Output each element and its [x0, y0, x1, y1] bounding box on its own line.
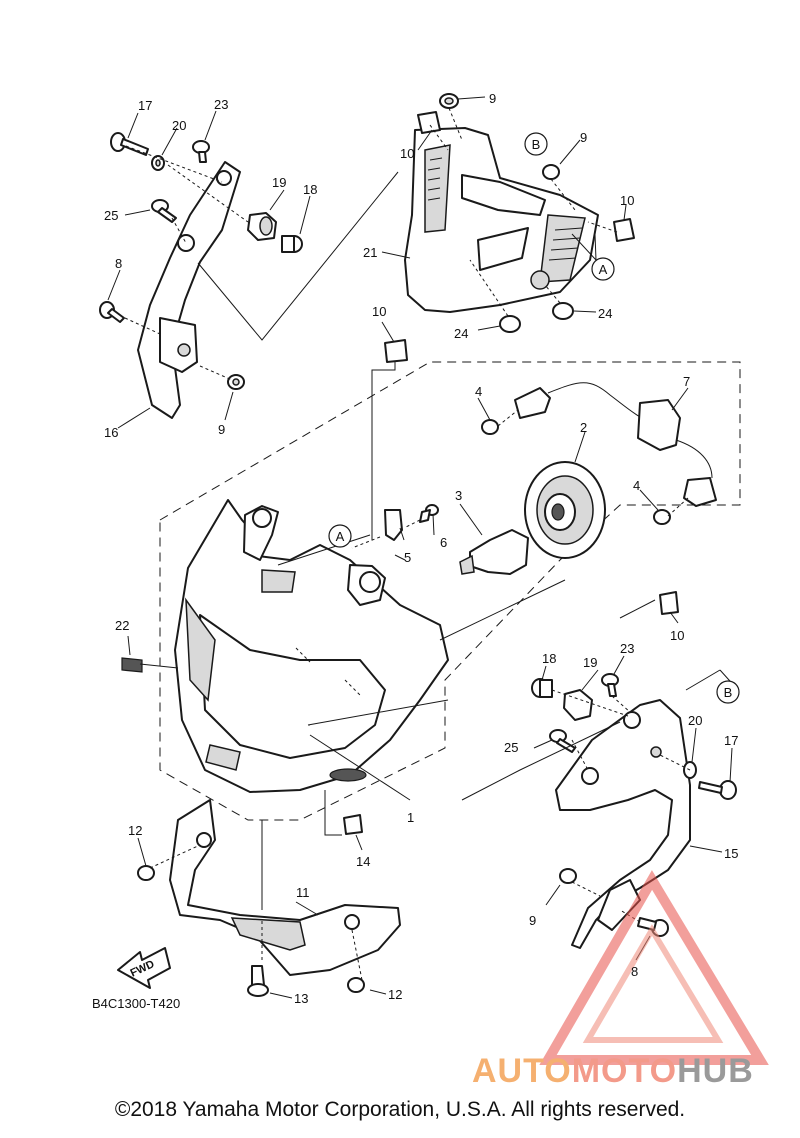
callout-16: 16	[104, 425, 118, 440]
screw-12-right	[347, 977, 365, 993]
callout-5: 5	[404, 550, 411, 565]
hardware-top-left	[99, 132, 303, 390]
ref-a-left-label: A	[336, 529, 345, 544]
watermark-part-2: MOTO	[571, 1052, 678, 1090]
callout-7: 7	[683, 374, 690, 389]
lower-cover	[169, 799, 401, 976]
callout-4-right: 4	[633, 478, 640, 493]
left-bracket	[137, 161, 241, 419]
watermark-brand: AUTOMOTOHUB	[472, 1052, 754, 1091]
callout-17-top: 17	[138, 98, 152, 113]
part-22	[121, 657, 143, 673]
watermark-part-1: AUTO	[472, 1052, 572, 1090]
callout-10-upper-right: 10	[620, 193, 634, 208]
callout-10-middle: 10	[372, 304, 386, 319]
callout-18-top: 18	[303, 182, 317, 197]
ref-marker-b-right	[716, 680, 740, 704]
part-14	[343, 814, 363, 835]
callout-23-top: 23	[214, 97, 228, 112]
diagram-code: B4C1300-T420	[92, 996, 180, 1011]
bolt-13	[251, 965, 265, 986]
callout-9-lower-right: 9	[529, 913, 536, 928]
callout-labels: 1 2 3 4 4 5 6 7 8 8 9 9 9 9 10 10 10 10 …	[104, 91, 738, 1006]
watermark-part-3: HUB	[677, 1052, 754, 1090]
callout-3: 3	[455, 488, 462, 503]
screw-12-left	[137, 865, 155, 881]
callout-9-upper-right: 9	[580, 130, 587, 145]
headlight-bulb-and-harness	[384, 382, 717, 575]
callout-10-lower-right: 10	[670, 628, 684, 643]
callout-24-left: 24	[454, 326, 468, 341]
callout-6: 6	[440, 535, 447, 550]
callout-23-right: 23	[620, 641, 634, 656]
callout-24-right: 24	[598, 306, 612, 321]
callout-19-top: 19	[272, 175, 286, 190]
callout-11: 11	[296, 885, 310, 900]
callout-21: 21	[363, 245, 377, 260]
right-bracket	[555, 699, 691, 949]
ref-marker-a-right	[591, 257, 615, 281]
callout-25-right: 25	[504, 740, 518, 755]
callout-14: 14	[356, 854, 370, 869]
callout-25-top: 25	[104, 208, 118, 223]
clip-10-left	[384, 339, 408, 363]
callout-1: 1	[407, 810, 414, 825]
callout-17-right: 17	[724, 733, 738, 748]
hardware-top-center	[417, 93, 635, 333]
callout-9-left: 9	[218, 422, 225, 437]
headlight-housing	[174, 499, 449, 793]
ref-b-right-label: B	[724, 685, 733, 700]
watermark-logo	[539, 870, 769, 1065]
copyright-notice: ©2018 Yamaha Motor Corporation, U.S.A. A…	[114, 1098, 686, 1121]
callout-4-top: 4	[475, 384, 482, 399]
callout-18-right: 18	[542, 651, 556, 666]
clip-10-right	[659, 591, 679, 615]
ref-marker-b-top	[524, 132, 548, 156]
callout-8-left: 8	[115, 256, 122, 271]
callout-19-right: 19	[583, 655, 597, 670]
callout-10-top: 10	[400, 146, 414, 161]
callout-22: 22	[115, 618, 129, 633]
ref-b-top-label: B	[532, 137, 541, 152]
ref-marker-a-left	[328, 524, 352, 548]
callout-8-right: 8	[631, 964, 638, 979]
callout-15: 15	[724, 846, 738, 861]
front-cover	[404, 127, 599, 313]
callout-20-right: 20	[688, 713, 702, 728]
callout-12-right: 12	[388, 987, 402, 1002]
callout-20-top: 20	[172, 118, 186, 133]
assembly-outline	[159, 361, 741, 821]
callout-2: 2	[580, 420, 587, 435]
callout-13: 13	[294, 991, 308, 1006]
ref-a-right-label: A	[599, 262, 608, 277]
fwd-arrow-icon	[117, 947, 171, 989]
callout-12-left: 12	[128, 823, 142, 838]
callout-9-top: 9	[489, 91, 496, 106]
